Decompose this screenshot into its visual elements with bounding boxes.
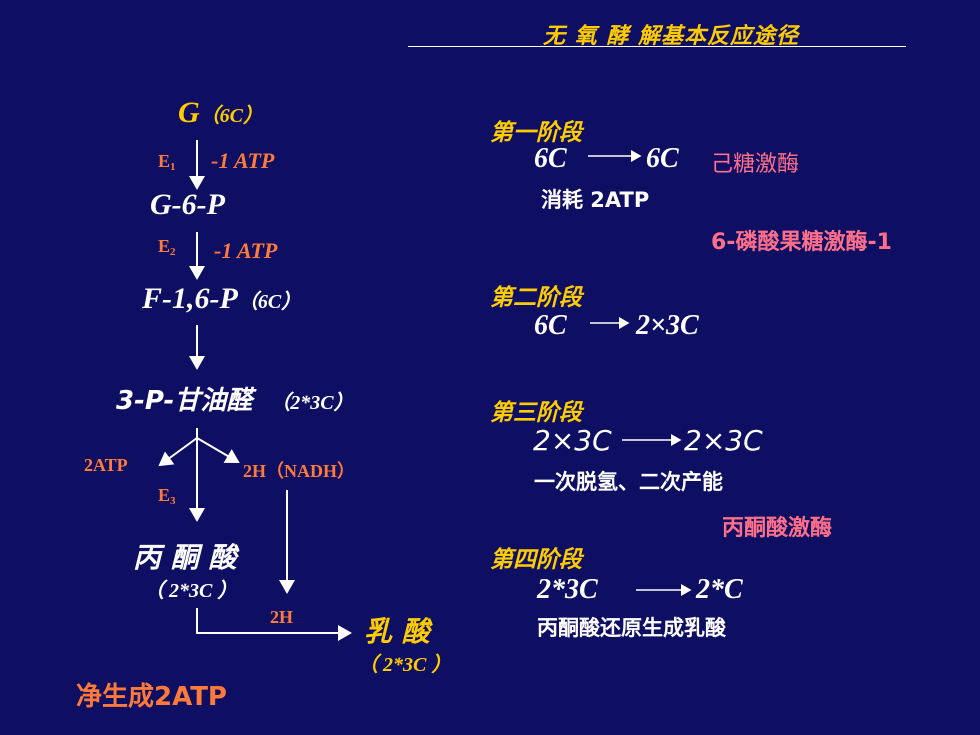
title-underline: [408, 46, 906, 47]
stage2-label: 第二阶段: [490, 285, 582, 311]
glucose-node: G（6C）: [178, 96, 263, 130]
stage2-to: 2×3C: [636, 310, 699, 341]
stage3-enzyme-pyruvate-kinase: 丙酮酸激酶: [722, 516, 833, 541]
f16p-carbons: （6C）: [237, 291, 302, 313]
stage1-to: 6C: [646, 143, 679, 174]
stage3-note: 一次脱氢、二次产能: [534, 470, 723, 494]
stage3-label: 第三阶段: [490, 400, 582, 426]
lactate-carbons: （ 2*3C ）: [358, 654, 452, 676]
enzyme-e1: E1: [158, 151, 176, 173]
stage1-enzyme-hexokinase: 己糖激酶: [711, 152, 800, 177]
lactate-label: 乳 酸: [364, 615, 430, 648]
stage1-enzyme-pfk1: 6-磷酸果糖激酶-1: [711, 230, 892, 255]
glucose-carbons: （6C）: [199, 105, 264, 127]
arrow-branch-atp: [158, 437, 198, 467]
arrow-branch-nadh: [196, 437, 240, 464]
enzyme-e3: E3: [158, 485, 176, 507]
nadh-output: 2H（NADH）: [243, 461, 355, 481]
stage4-label: 第四阶段: [490, 547, 582, 573]
stage4-from: 2*3C: [537, 574, 598, 605]
g3p-node: 3-P-甘油醛 （2*3C）: [116, 380, 354, 417]
stage1-from: 6C: [534, 143, 567, 174]
page-title: 无 氧 酵 解基本反应途径: [543, 24, 799, 49]
pyruvate-carbons: （ 2*3C ）: [144, 580, 238, 602]
stage4-note: 丙酮酸还原生成乳酸: [537, 616, 726, 640]
g3p-carbons: （2*3C）: [270, 392, 354, 414]
stage1-label: 第一阶段: [490, 120, 582, 146]
f16p-node: F-1,6-P（6C）: [142, 282, 301, 316]
stage1-note: 消耗 2ATP: [541, 188, 650, 212]
g6p-label: G-6-P: [150, 188, 225, 221]
e2-atp-cost: -1 ATP: [214, 238, 278, 263]
f16p-label: F-1,6-P: [142, 282, 238, 315]
enzyme-e2: E2: [158, 236, 176, 258]
hydrogen-transfer: 2H: [270, 607, 294, 627]
atp-output: 2ATP: [84, 455, 128, 475]
stage3-from: 2×3C: [533, 424, 612, 457]
pyruvate-label: 丙 酮 酸: [133, 541, 237, 574]
glucose-label: G: [178, 96, 200, 129]
stage3-to: 2×3C: [684, 424, 763, 457]
net-atp-summary: 净生成2ATP: [76, 682, 227, 712]
stage4-to: 2*C: [696, 574, 743, 605]
stage2-from: 6C: [534, 310, 567, 341]
arrow-pyruvate-to-lactate: [196, 608, 352, 641]
e1-atp-cost: -1 ATP: [211, 148, 275, 173]
g3p-label: 3-P-甘油醛: [116, 386, 253, 416]
